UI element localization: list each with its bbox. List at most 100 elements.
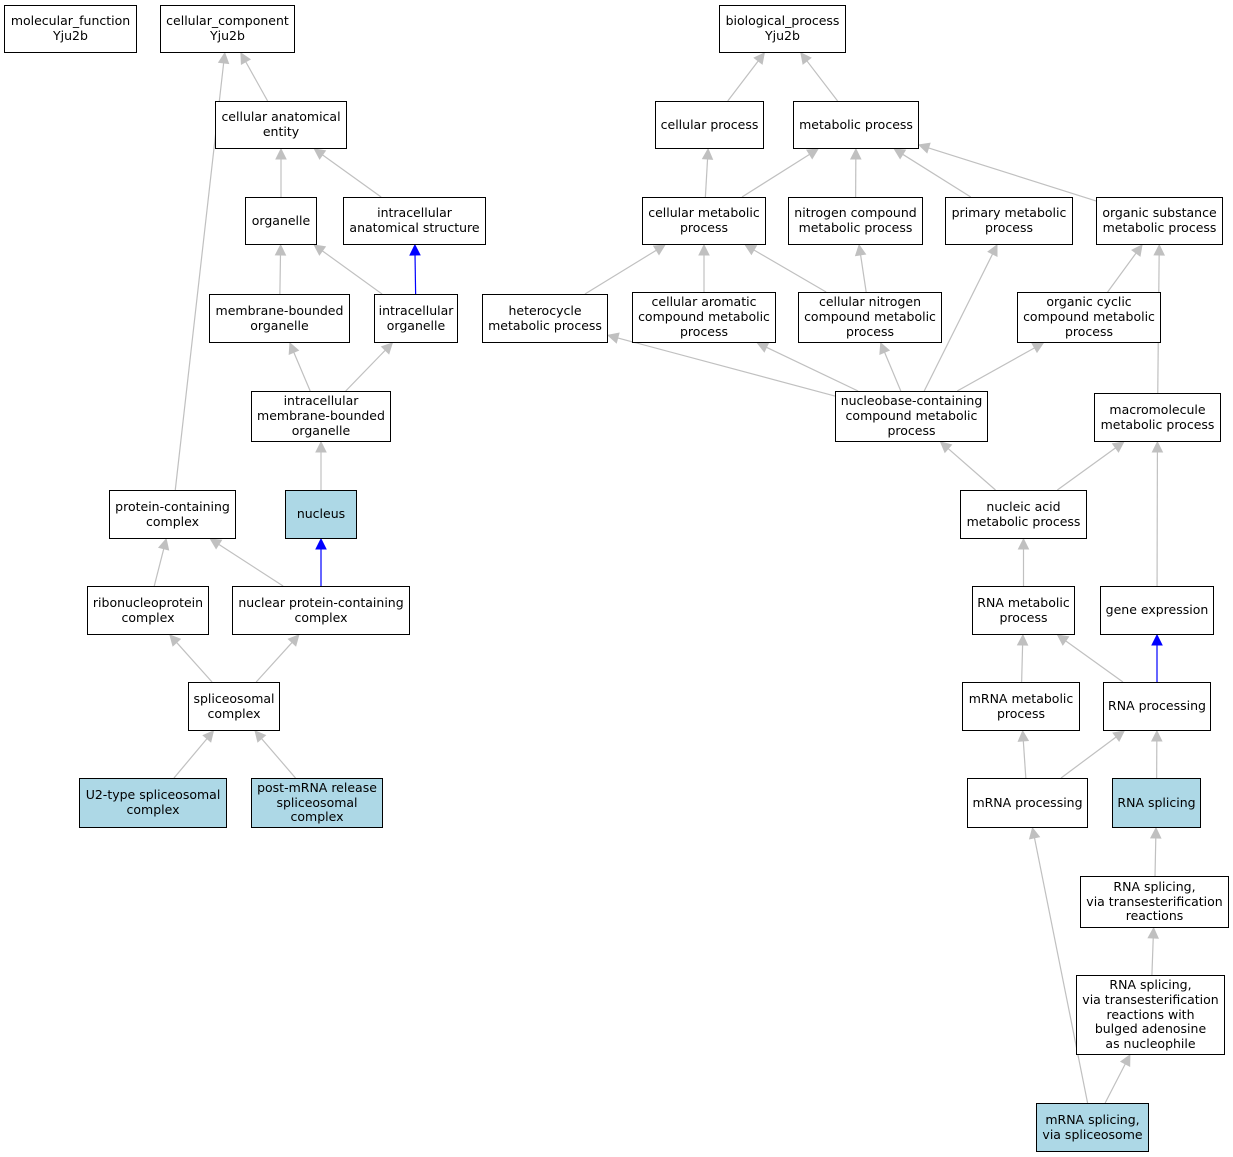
arrowhead-rna_splicing_bulged_adenosine-to-rna_splicing_transesterification: [1147, 926, 1159, 939]
arrowhead-cellular_metabolic_process-to-metabolic_process: [806, 148, 819, 160]
edge-nucleobase_containing_compound_metabolic_process-to-cellular_aromatic_compound_metabolic_process: [766, 346, 859, 392]
node-mrna-splicing-via-spliceosome[interactable]: mRNA splicing, via spliceosome: [1036, 1103, 1149, 1152]
arrowhead-membrane_bounded_organelle-to-organelle: [274, 243, 287, 256]
arrowhead-nuclear_protein_containing_complex-to-nucleus: [315, 537, 327, 550]
edge-cellular_nitrogen_compound_metabolic_process-to-cellular_metabolic_process: [753, 249, 827, 293]
edge-spliceosomal_complex-to-ribonucleoprotein_complex: [176, 642, 213, 683]
edge-mrna_processing-to-rna_processing: [1060, 736, 1117, 779]
node-heterocycle-metabolic-process[interactable]: heterocycle metabolic process: [482, 294, 608, 343]
arrowhead-organelle-to-cellular_anatomical_entity: [275, 147, 287, 160]
arrowhead-rna_splicing-to-rna_processing: [1150, 729, 1163, 742]
node-mrna-processing[interactable]: mRNA processing: [967, 778, 1088, 828]
arrowhead-cellular_metabolic_process-to-cellular_process: [701, 147, 714, 160]
node-macromolecule-metabolic-process[interactable]: macromolecule metabolic process: [1094, 393, 1221, 442]
edge-mrna_splicing_via_spliceosome-to-rna_splicing_bulged_adenosine: [1104, 1063, 1126, 1104]
arrowhead-cellular_anatomical_entity-to-cc_root: [240, 52, 252, 66]
node-nucleus[interactable]: nucleus: [285, 490, 357, 539]
node-cellular-aromatic-compound-metabolic-process[interactable]: cellular aromatic compound metabolic pro…: [632, 292, 776, 343]
node-primary-metabolic-process[interactable]: primary metabolic process: [945, 197, 1073, 245]
edge-intracellular_mb_organelle-to-intracellular_organelle: [345, 349, 386, 392]
edge-spliceosomal_complex-to-nuclear_protein_containing_complex: [255, 642, 293, 683]
node-rna-splicing[interactable]: RNA splicing: [1112, 778, 1201, 828]
node-rna-splicing-via-transesterification[interactable]: RNA splicing, via transesterification re…: [1080, 876, 1229, 928]
arrowhead-mrna_metabolic_process-to-rna_metabolic_process: [1016, 633, 1029, 646]
edge-nucleic_acid_metabolic_process-to-macromolecule_metabolic_process: [1056, 447, 1116, 491]
arrowhead-intracellular_anatomical_structure-to-cellular_anatomical_entity: [313, 148, 327, 160]
arrowhead-macromolecule_metabolic_process-to-organic_substance_metabolic_process: [1153, 243, 1166, 256]
arrowhead-cellular_process-to-bp_root: [753, 52, 765, 65]
arrowhead-organic_cyclic_compound_metabolic_process-to-organic_substance_metabolic_process: [1131, 244, 1143, 257]
node-molecular-function-root[interactable]: molecular_function Yju2b: [4, 5, 137, 53]
node-organic-substance-metabolic-process[interactable]: organic substance metabolic process: [1096, 197, 1223, 245]
arrowhead-intracellular_mb_organelle-to-membrane_bounded_organelle: [288, 341, 300, 355]
arrowhead-mrna_splicing_via_spliceosome-to-rna_splicing_bulged_adenosine: [1119, 1054, 1131, 1068]
node-intracellular-organelle[interactable]: intracellular organelle: [374, 294, 458, 343]
arrowhead-intracellular_organelle-to-organelle: [313, 244, 327, 256]
node-organelle[interactable]: organelle: [245, 197, 317, 245]
node-cellular-component-root[interactable]: cellular_component Yju2b: [160, 5, 295, 53]
node-u2-type-spliceosomal-complex[interactable]: U2-type spliceosomal complex: [79, 778, 227, 828]
node-nucleobase-containing-compound-metabolic-process[interactable]: nucleobase-containing compound metabolic…: [835, 391, 988, 442]
arrowhead-intracellular_mb_organelle-to-intracellular_organelle: [380, 342, 394, 355]
node-cellular-process[interactable]: cellular process: [655, 101, 764, 149]
arrowhead-intracellular_organelle-to-intracellular_anatomical_structure: [409, 243, 421, 256]
node-cellular-metabolic-process[interactable]: cellular metabolic process: [642, 197, 766, 245]
edge-rna_splicing_bulged_adenosine-to-rna_splicing_transesterification: [1151, 937, 1154, 976]
node-post-mrna-release-spliceosomal-complex[interactable]: post-mRNA release spliceosomal complex: [251, 778, 383, 828]
arrowhead-mrna_splicing_via_spliceosome-to-mrna_processing: [1028, 826, 1041, 840]
node-nucleic-acid-metabolic-process[interactable]: nucleic acid metabolic process: [960, 490, 1087, 539]
edge-intracellular_anatomical_structure-to-cellular_anatomical_entity: [322, 154, 382, 198]
edge-nucleic_acid_metabolic_process-to-nucleobase_containing_compound_metabolic_process: [947, 448, 996, 491]
edge-metabolic_process-to-bp_root: [806, 60, 839, 102]
node-cellular-nitrogen-compound-metabolic-process[interactable]: cellular nitrogen compound metabolic pro…: [798, 292, 942, 343]
edge-intracellular_organelle-to-intracellular_anatomical_structure: [414, 254, 417, 295]
edge-nucleobase_containing_compound_metabolic_process-to-cellular_nitrogen_compound_metabolic_process: [884, 351, 902, 392]
edge-intracellular_organelle-to-organelle: [321, 250, 383, 295]
node-membrane-bounded-organelle[interactable]: membrane-bounded organelle: [209, 294, 350, 343]
node-biological-process-root[interactable]: biological_process Yju2b: [719, 5, 846, 53]
node-rna-processing[interactable]: RNA processing: [1103, 682, 1211, 731]
arrowhead-heterocycle_metabolic_process-to-cellular_metabolic_process: [652, 244, 666, 256]
arrowhead-organic_substance_metabolic_process-to-metabolic_process: [917, 142, 931, 154]
node-protein-containing-complex[interactable]: protein-containing complex: [109, 490, 236, 539]
edge-mrna_processing-to-mrna_metabolic_process: [1022, 740, 1027, 779]
arrowhead-nucleic_acid_metabolic_process-to-macromolecule_metabolic_process: [1111, 441, 1125, 453]
node-organic-cyclic-compound-metabolic-process[interactable]: organic cyclic compound metabolic proces…: [1017, 292, 1161, 343]
edge-cellular_metabolic_process-to-metabolic_process: [741, 153, 810, 198]
node-nitrogen-compound-metabolic-process[interactable]: nitrogen compound metabolic process: [788, 197, 923, 245]
edge-post_mrna_release_spliceosomal_complex-to-spliceosomal_complex: [261, 738, 296, 779]
edge-heterocycle_metabolic_process-to-cellular_metabolic_process: [584, 249, 657, 295]
arrowhead-spliceosomal_complex-to-nuclear_protein_containing_complex: [287, 634, 300, 647]
arrowhead-mrna_processing-to-mrna_metabolic_process: [1017, 729, 1030, 742]
node-intracellular-membrane-bounded-organelle[interactable]: intracellular membrane-bounded organelle: [251, 391, 391, 442]
edge-cellular_process-to-bp_root: [727, 60, 759, 102]
edge-nucleobase_containing_compound_metabolic_process-to-organic_cyclic_compound_metabolic_process: [956, 347, 1035, 392]
arrowhead-rna_processing-to-rna_metabolic_process: [1056, 634, 1070, 646]
node-metabolic-process[interactable]: metabolic process: [793, 101, 919, 149]
arrowhead-ribonucleoprotein_complex-to-protein_containing_complex: [157, 537, 170, 551]
node-nuclear-protein-containing-complex[interactable]: nuclear protein-containing complex: [232, 586, 410, 635]
arrowhead-u2_type_spliceosomal_complex-to-spliceosomal_complex: [202, 730, 215, 743]
node-rna-metabolic-process[interactable]: RNA metabolic process: [972, 586, 1075, 635]
edge-primary_metabolic_process-to-metabolic_process: [902, 153, 972, 198]
node-intracellular-anatomical-structure[interactable]: intracellular anatomical structure: [343, 197, 486, 245]
edge-nuclear_protein_containing_complex-to-protein_containing_complex: [218, 543, 284, 587]
edge-organic_substance_metabolic_process-to-metabolic_process: [928, 147, 1097, 202]
arrowhead-nucleobase_containing_compound_metabolic_process-to-cellular_aromatic_compound_metabolic_process: [756, 342, 770, 353]
node-cellular-anatomical-entity[interactable]: cellular anatomical entity: [215, 101, 347, 149]
node-gene-expression[interactable]: gene expression: [1100, 586, 1214, 635]
node-ribonucleoprotein-complex[interactable]: ribonucleoprotein complex: [87, 586, 209, 635]
edge-ribonucleoprotein_complex-to-protein_containing_complex: [153, 548, 165, 587]
arrowhead-nitrogen_compound_metabolic_process-to-metabolic_process: [849, 147, 862, 160]
arrowhead-rna_metabolic_process-to-nucleic_acid_metabolic_process: [1017, 537, 1030, 550]
arrowhead-spliceosomal_complex-to-ribonucleoprotein_complex: [169, 634, 182, 647]
arrowhead-cellular_nitrogen_compound_metabolic_process-to-nitrogen_compound_metabolic_process: [854, 243, 867, 257]
arrowhead-primary_metabolic_process-to-metabolic_process: [893, 148, 907, 160]
node-spliceosomal-complex[interactable]: spliceosomal complex: [188, 682, 280, 731]
node-rna-splicing-bulged-adenosine[interactable]: RNA splicing, via transesterification re…: [1076, 975, 1225, 1055]
arrowhead-nucleic_acid_metabolic_process-to-nucleobase_containing_compound_metabolic_process: [939, 441, 953, 454]
edge-u2_type_spliceosomal_complex-to-spliceosomal_complex: [173, 738, 208, 779]
node-mrna-metabolic-process[interactable]: mRNA metabolic process: [962, 682, 1080, 731]
